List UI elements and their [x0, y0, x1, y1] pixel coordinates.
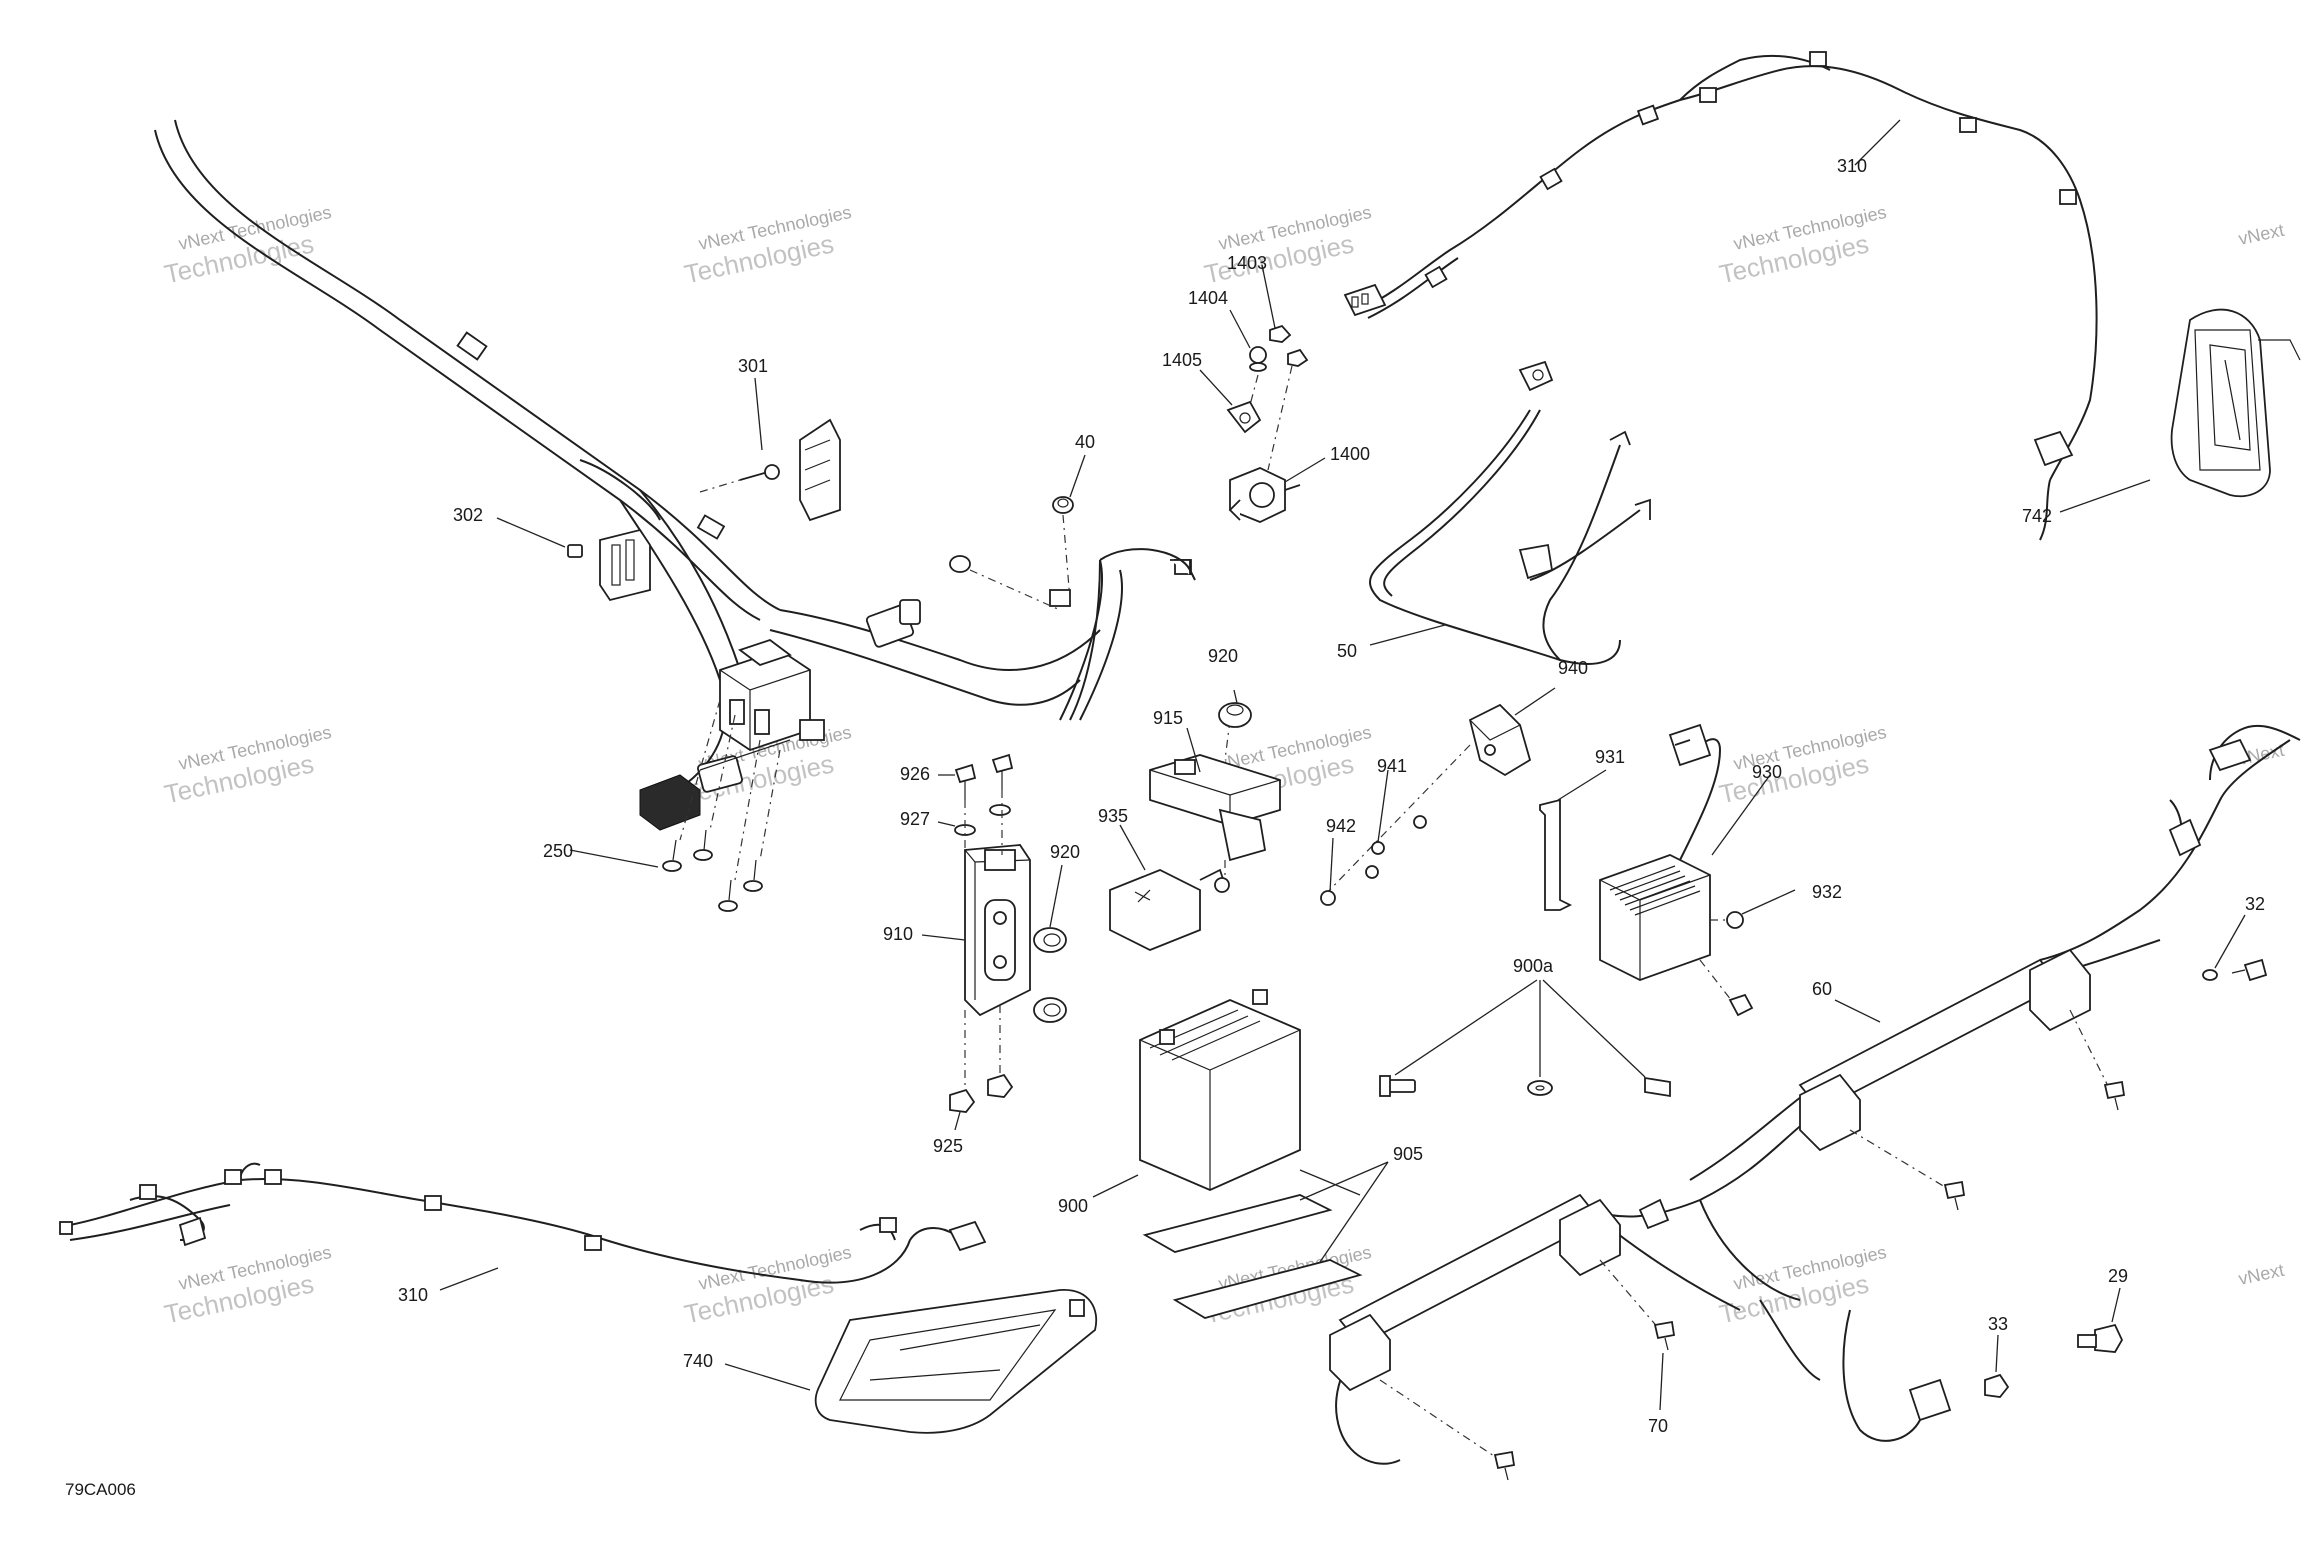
terminal-cover-935 — [1109, 868, 1230, 951]
callout-1404: 1404 — [1188, 288, 1228, 308]
callout-931: 931 — [1595, 747, 1625, 767]
fitting-29 — [2077, 1323, 2124, 1353]
component-1400 — [1226, 324, 1309, 523]
screws-926 — [954, 753, 1014, 1090]
grommet-920-top — [1218, 702, 1252, 728]
callout-935: 935 — [1098, 806, 1128, 826]
voltage-regulator-930 — [1599, 723, 1754, 1017]
pads-905 — [1142, 1194, 1363, 1319]
callout-900: 900 — [1058, 1196, 1088, 1216]
rear-harness-60 — [1329, 724, 2301, 1481]
callout-742: 742 — [2022, 506, 2052, 526]
callout-70: 70 — [1648, 1416, 1668, 1436]
callout-932: 932 — [1812, 882, 1842, 902]
callout-32: 32 — [2245, 894, 2265, 914]
bracket-301 — [699, 418, 841, 522]
battery-900 — [1139, 989, 1301, 1191]
callout-927: 927 — [900, 809, 930, 829]
callout-1400: 1400 — [1330, 444, 1370, 464]
callout-941: 941 — [1377, 756, 1407, 776]
headlight-742 — [2170, 308, 2301, 498]
callout-915: 915 — [1153, 708, 1183, 728]
callout-33: 33 — [1988, 1314, 2008, 1334]
callout-310-bottom: 310 — [398, 1285, 428, 1305]
leader-lines — [439, 119, 2246, 1411]
hardware-900a — [1379, 1075, 1671, 1098]
grommet-40 — [949, 496, 1196, 721]
relay-connector — [639, 739, 791, 831]
callout-301: 301 — [738, 356, 768, 376]
callout-50: 50 — [1337, 641, 1357, 661]
callout-900a: 900a — [1513, 956, 1554, 976]
callout-29: 29 — [2108, 1266, 2128, 1286]
harness-310-right — [1343, 51, 2098, 541]
fuse-box — [719, 638, 825, 751]
bracket-910 — [964, 844, 1031, 1017]
callout-250: 250 — [543, 841, 573, 861]
callout-926: 926 — [900, 764, 930, 784]
part-940 — [1319, 703, 1532, 906]
callout-930: 930 — [1752, 762, 1782, 782]
callout-302: 302 — [453, 505, 483, 525]
callout-40: 40 — [1075, 432, 1095, 452]
callout-925: 925 — [933, 1136, 963, 1156]
watermark-text: vNext — [2237, 1260, 2286, 1289]
diagram-code: 79CA006 — [65, 1480, 136, 1499]
callout-910: 910 — [883, 924, 913, 944]
grommets-920 — [1033, 927, 1067, 1023]
callout-1405: 1405 — [1162, 350, 1202, 370]
bracket-302 — [567, 528, 651, 602]
callout-920-side: 920 — [1050, 842, 1080, 862]
callout-labels: 301 302 40 1403 1404 1405 1400 50 310 74… — [398, 156, 2265, 1436]
screws-250 — [662, 699, 781, 912]
nut-33 — [1984, 1373, 2010, 1398]
callout-310-top: 310 — [1837, 156, 1867, 176]
callout-940: 940 — [1558, 658, 1588, 678]
taillight-740 — [814, 1289, 1098, 1434]
watermark-text: vNext — [2237, 220, 2286, 249]
callout-905: 905 — [1393, 1144, 1423, 1164]
callout-942: 942 — [1326, 816, 1356, 836]
callout-920-top: 920 — [1208, 646, 1238, 666]
callout-60: 60 — [1812, 979, 1832, 999]
strap-931 — [1539, 798, 1573, 911]
nuts-925 — [949, 1073, 1014, 1113]
callout-740: 740 — [683, 1351, 713, 1371]
harness-310-left — [59, 1162, 987, 1284]
callout-1403: 1403 — [1227, 253, 1267, 273]
battery-cables-50 — [1369, 360, 1651, 665]
battery-holder-915 — [1149, 719, 1281, 880]
